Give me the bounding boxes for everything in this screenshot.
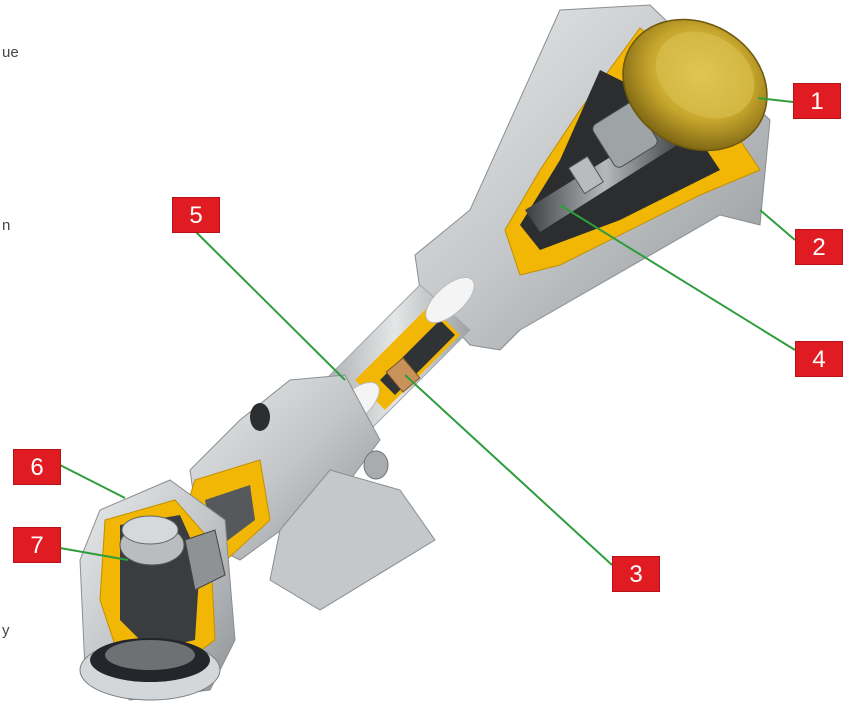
leader-line-1 — [757, 97, 794, 103]
leader-line-6 — [59, 464, 126, 499]
gear-head — [79, 479, 236, 701]
callout-2: 2 — [795, 229, 843, 265]
edge-text-fragment-3: y — [2, 622, 10, 639]
edge-text-fragment-2: n — [2, 217, 11, 234]
callout-3: 3 — [612, 556, 660, 592]
leader-line-7 — [59, 547, 129, 561]
central-tube — [319, 276, 475, 431]
callout-6: 6 — [13, 449, 61, 485]
leader-line-2 — [759, 209, 796, 241]
leader-line-5 — [195, 231, 346, 381]
brass-cap — [622, 18, 768, 152]
bevel-gear — [184, 529, 226, 591]
callout-7: 7 — [13, 527, 61, 563]
leader-line-3 — [404, 374, 613, 566]
leader-line-4 — [559, 204, 796, 351]
callout-1: 1 — [793, 83, 841, 119]
callout-4: 4 — [795, 341, 843, 377]
leader-lines — [59, 97, 796, 566]
callout-5: 5 — [172, 197, 220, 233]
edge-text-fragment-1: ue — [2, 44, 19, 61]
